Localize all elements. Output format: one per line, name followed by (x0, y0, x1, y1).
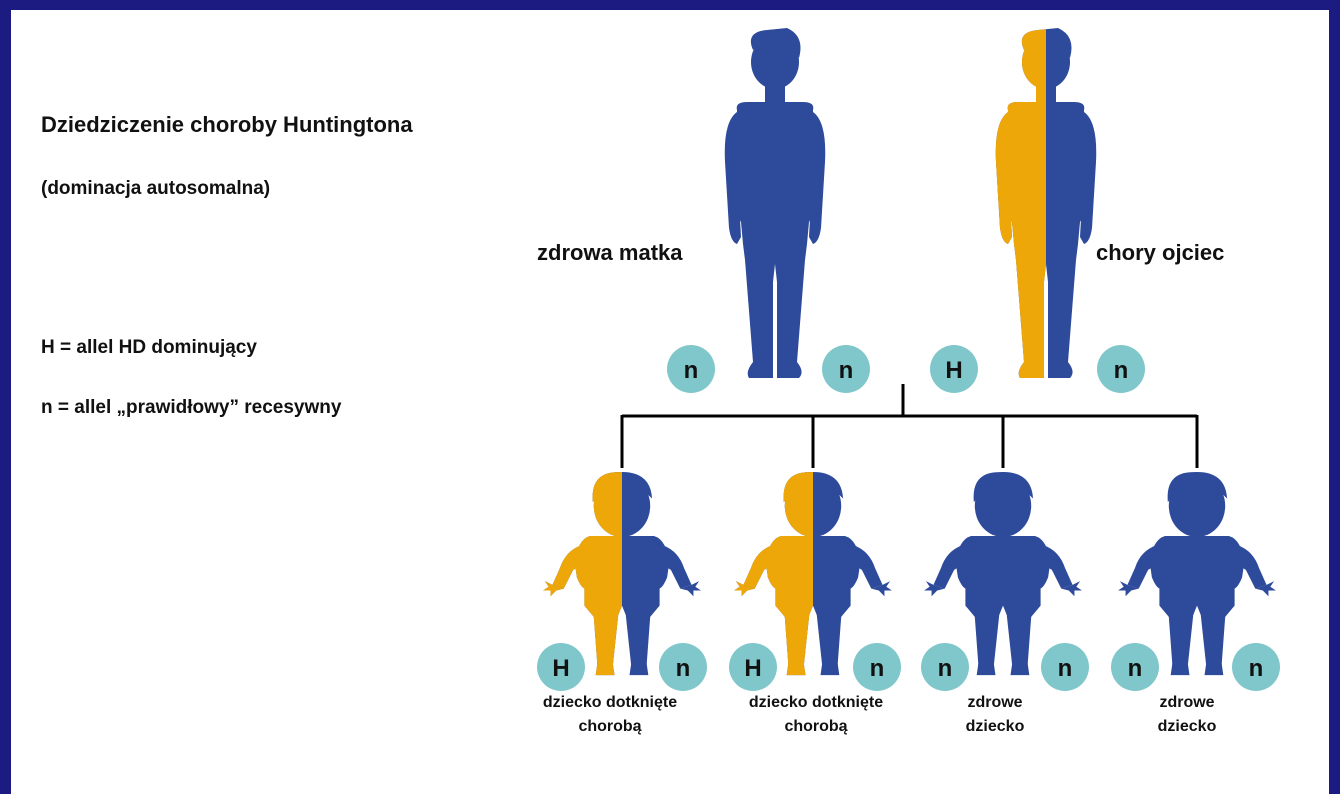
svg-text:n: n (839, 357, 854, 384)
father-label: chory ojciec (1096, 240, 1224, 266)
mother-figure-icon (725, 28, 826, 378)
child-3-label-line1: zdrowe (905, 691, 1085, 715)
svg-text:n: n (938, 655, 953, 682)
child-1-label: dziecko dotknięte chorobą (520, 691, 700, 739)
svg-text:n: n (1114, 357, 1129, 384)
child-1-allele-2-badge-icon: n (659, 643, 707, 691)
page-title: Dziedziczenie choroby Huntingtona (41, 112, 413, 138)
legend-recessive-allele: n = allel „prawidłowy” recesywny (41, 397, 341, 419)
svg-text:n: n (684, 357, 699, 384)
svg-text:n: n (1058, 655, 1073, 682)
father-allele-2-badge-icon: n (1097, 345, 1145, 393)
child-3-allele-1-badge-icon: n (921, 643, 969, 691)
child-4-label-line2: dziecko (1097, 715, 1277, 739)
pedigree-lines (622, 384, 1197, 468)
child-1-label-line2: chorobą (520, 715, 700, 739)
child-3-label-line2: dziecko (905, 715, 1085, 739)
child-2-allele-1-badge-icon: H (729, 643, 777, 691)
svg-text:H: H (945, 357, 962, 384)
child-1-allele-1-badge-icon: H (537, 643, 585, 691)
page-subtitle: (dominacja autosomalna) (41, 178, 270, 200)
child-4-allele-1-badge-icon: n (1111, 643, 1159, 691)
child-2-allele-2-badge-icon: n (853, 643, 901, 691)
child-4-allele-2-badge-icon: n (1232, 643, 1280, 691)
father-allele-1-badge-icon: H (930, 345, 978, 393)
mother-label: zdrowa matka (537, 240, 683, 266)
svg-text:n: n (870, 655, 885, 682)
father-figure-icon (996, 28, 1097, 378)
mother-allele-2-badge-icon: n (822, 345, 870, 393)
svg-text:H: H (552, 655, 569, 682)
mother-allele-1-badge-icon: n (667, 345, 715, 393)
svg-text:n: n (1249, 655, 1264, 682)
svg-text:n: n (1128, 655, 1143, 682)
child-3-allele-2-badge-icon: n (1041, 643, 1089, 691)
svg-text:n: n (676, 655, 691, 682)
child-4-label: zdrowe dziecko (1097, 691, 1277, 739)
child-3-label: zdrowe dziecko (905, 691, 1085, 739)
child-4-label-line1: zdrowe (1097, 691, 1277, 715)
child-1-label-line1: dziecko dotknięte (520, 691, 700, 715)
child-2-label: dziecko dotknięte chorobą (726, 691, 906, 739)
figures-layer (543, 28, 1276, 675)
svg-text:H: H (744, 655, 761, 682)
child-2-label-line2: chorobą (726, 715, 906, 739)
child-2-label-line1: dziecko dotknięte (726, 691, 906, 715)
legend-dominant-allele: H = allel HD dominujący (41, 337, 257, 359)
